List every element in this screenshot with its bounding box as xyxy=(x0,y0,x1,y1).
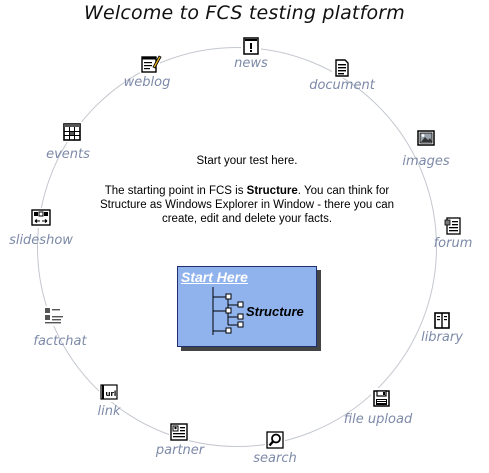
svg-text:url: url xyxy=(106,390,117,398)
slideshow-icon xyxy=(31,208,51,228)
calendar-icon xyxy=(62,122,82,142)
module-link-label: link xyxy=(97,404,121,419)
module-library-label: library xyxy=(421,330,463,345)
notepad-pencil-icon xyxy=(140,54,162,74)
picture-icon xyxy=(416,128,436,148)
module-document-label: document xyxy=(309,78,375,93)
module-slideshow[interactable]: slideshow xyxy=(0,208,86,252)
module-forum-label: forum xyxy=(433,236,473,251)
module-forum[interactable]: forum xyxy=(408,216,489,252)
intro-bold-word: Structure xyxy=(246,185,298,197)
intro-text-before: The starting point in FCS is xyxy=(104,185,247,197)
module-factchat-label: factchat xyxy=(33,334,87,349)
document-icon xyxy=(332,58,352,78)
module-file-upload[interactable]: file upload xyxy=(333,388,423,428)
module-slideshow-label: slideshow xyxy=(9,233,73,248)
page-title: Welcome to FCS testing platform xyxy=(84,2,405,24)
module-news-label: news xyxy=(234,56,268,71)
module-weblog-label: weblog xyxy=(123,75,171,90)
module-ring xyxy=(37,47,437,447)
module-factchat[interactable]: factchat xyxy=(15,306,105,350)
module-news[interactable]: news xyxy=(206,36,296,72)
structure-label: Structure xyxy=(246,304,304,319)
magnifier-icon xyxy=(265,430,285,450)
module-search[interactable]: search xyxy=(230,430,320,468)
tree-structure-icon xyxy=(212,287,244,335)
module-images-label: images xyxy=(402,154,450,169)
start-here-button[interactable]: Start Here Structure xyxy=(177,266,317,347)
module-file-upload-label: file upload xyxy=(343,412,413,427)
module-events[interactable]: events xyxy=(23,122,113,166)
url-link-icon: url xyxy=(99,382,119,402)
module-weblog[interactable]: weblog xyxy=(102,54,192,94)
intro-description: The starting point in FCS is Structure. … xyxy=(92,184,402,226)
intro-start-line: Start your test here. xyxy=(196,155,298,167)
info-icon xyxy=(241,36,261,56)
start-here-link[interactable]: Start Here xyxy=(181,269,248,285)
module-search-label: search xyxy=(253,451,297,466)
book-icon xyxy=(432,310,452,330)
intro-text: Start your test here. The starting point… xyxy=(92,154,402,226)
floppy-disk-icon xyxy=(371,388,391,408)
module-images[interactable]: images xyxy=(381,128,471,172)
module-partner[interactable]: partner xyxy=(135,422,225,462)
contact-card-icon xyxy=(169,422,189,442)
module-document[interactable]: document xyxy=(297,58,387,94)
forum-icon xyxy=(443,216,463,236)
intro-text-after: . You can think for Structure as Windows… xyxy=(99,185,394,225)
module-events-label: events xyxy=(46,147,90,162)
module-link[interactable]: url link xyxy=(64,382,154,422)
module-library[interactable]: library xyxy=(397,310,487,346)
module-partner-label: partner xyxy=(155,443,205,458)
chat-icon xyxy=(43,306,63,326)
